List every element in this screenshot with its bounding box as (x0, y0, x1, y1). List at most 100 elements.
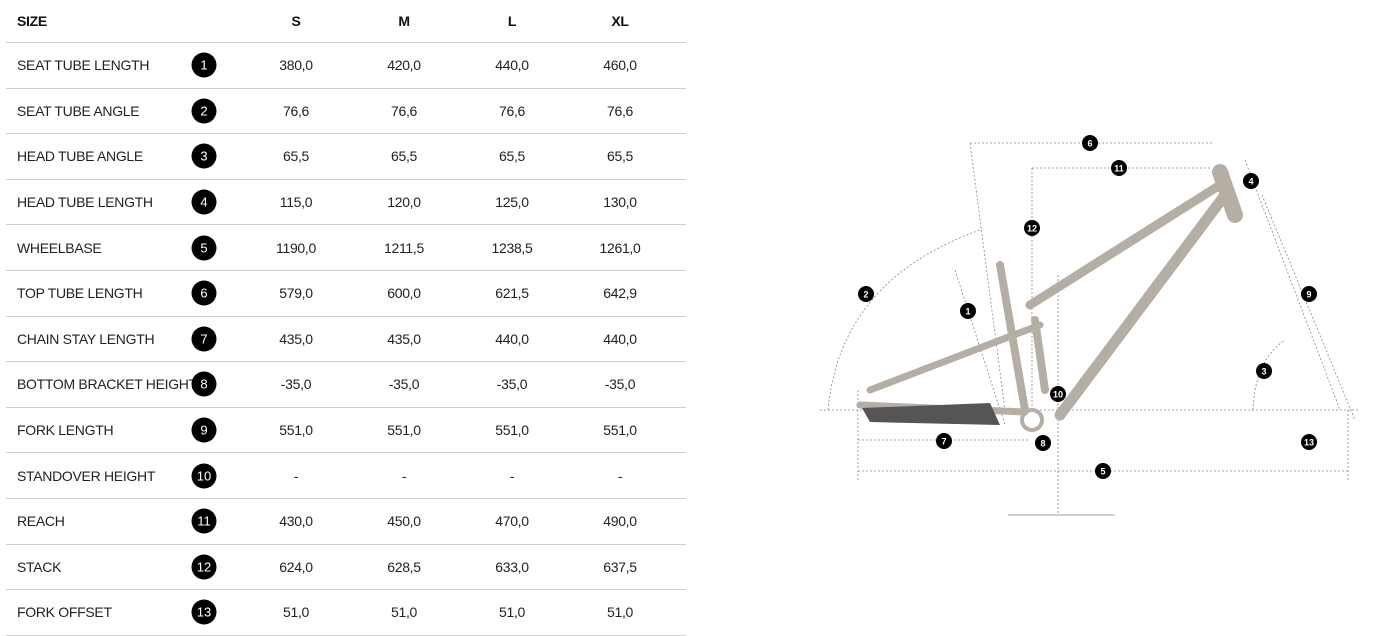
table-header: SIZE S M L XL (6, 0, 686, 43)
row-label: STACK (17, 558, 62, 575)
diagram-marker: 7 (936, 433, 952, 449)
row-value: 51,0 (282, 604, 310, 621)
row-label: TOP TUBE LENGTH (17, 285, 143, 302)
diagram-marker: 5 (1095, 463, 1111, 479)
diagram-marker: 9 (1301, 286, 1317, 302)
row-value: 600,0 (387, 285, 421, 302)
row-value: -35,0 (280, 376, 312, 393)
row-label: REACH (17, 513, 65, 530)
marker-circle (1256, 363, 1272, 379)
row-number-badge: 8 (191, 371, 217, 397)
row-value: 460,0 (603, 57, 637, 74)
diagram-marker: 2 (858, 286, 874, 302)
row-label: STANDOVER HEIGHT (17, 467, 156, 484)
row-value: 1211,5 (384, 239, 424, 256)
marker-circle (1024, 220, 1040, 236)
marker-circle (1111, 160, 1127, 176)
row-value: 633,0 (495, 558, 529, 575)
row-number-badge: 6 (191, 280, 217, 306)
row-value: - (617, 467, 623, 484)
row-value: 76,6 (282, 102, 310, 119)
row-value: 624,0 (279, 558, 313, 575)
row-value: 115,0 (279, 194, 313, 211)
row-label: FORK OFFSET (17, 604, 112, 621)
size-xl-header: XL (611, 13, 629, 29)
diagram-marker: 11 (1111, 160, 1127, 176)
marker-circle (1301, 434, 1317, 450)
row-label: FORK LENGTH (17, 422, 114, 439)
dimension-lines (820, 142, 1360, 515)
row-value: 642,9 (603, 285, 637, 302)
row-value: - (401, 467, 407, 484)
marker-circle (1301, 286, 1317, 302)
row-value: -35,0 (496, 376, 528, 393)
marker-number: 3 (1261, 367, 1266, 377)
row-value: 120,0 (387, 194, 421, 211)
row-value: 76,6 (498, 102, 526, 119)
row-label: HEAD TUBE LENGTH (17, 194, 153, 211)
row-number-badge: 2 (191, 98, 217, 124)
row-number-badge: 9 (191, 417, 217, 443)
row-value: 380,0 (279, 57, 313, 74)
row-value: 435,0 (387, 330, 421, 347)
row-value: 65,5 (390, 148, 418, 165)
row-label: CHAIN STAY LENGTH (17, 330, 155, 347)
row-value: 435,0 (279, 330, 313, 347)
diagram-marker: 3 (1256, 363, 1272, 379)
row-label: SEAT TUBE ANGLE (17, 102, 140, 119)
row-value: 1261,0 (599, 239, 641, 256)
marker-circle (960, 303, 976, 319)
row-value: 51,0 (606, 604, 634, 621)
marker-circle (1243, 173, 1259, 189)
row-value: 1238,5 (491, 239, 533, 256)
row-value: 579,0 (279, 285, 313, 302)
marker-number: 1 (965, 307, 970, 317)
size-l-header: L (507, 13, 517, 29)
size-header: SIZE (17, 13, 47, 29)
row-value: 551,0 (495, 422, 529, 439)
row-value: 628,5 (387, 558, 421, 575)
row-value: 440,0 (603, 330, 637, 347)
marker-number: 5 (1100, 467, 1105, 477)
diagram-marker: 10 (1050, 386, 1066, 402)
marker-number: 11 (1114, 164, 1124, 174)
row-value: 430,0 (279, 513, 313, 530)
row-label: WHEELBASE (17, 239, 102, 256)
row-value: 637,5 (603, 558, 637, 575)
marker-number: 9 (1306, 290, 1311, 300)
row-value: 490,0 (603, 513, 637, 530)
row-label: SEAT TUBE LENGTH (17, 57, 150, 74)
row-value: 551,0 (603, 422, 637, 439)
row-value: 440,0 (495, 57, 529, 74)
row-value: 51,0 (390, 604, 418, 621)
row-number-badge: 10 (191, 463, 217, 489)
diagram-marker: 4 (1243, 173, 1259, 189)
row-number-badge: 4 (191, 189, 217, 215)
diagram-marker: 6 (1082, 135, 1098, 151)
row-number-badge: 7 (191, 326, 217, 352)
row-number-badge: 5 (191, 235, 217, 261)
marker-number: 4 (1248, 177, 1253, 187)
row-value: 470,0 (495, 513, 529, 530)
row-value: 450,0 (387, 513, 421, 530)
row-number-badge: 3 (191, 143, 217, 169)
row-value: 551,0 (279, 422, 313, 439)
marker-number: 6 (1087, 139, 1092, 149)
row-value: 65,5 (498, 148, 526, 165)
row-value: 621,5 (495, 285, 529, 302)
row-value: 51,0 (498, 604, 526, 621)
row-value: -35,0 (604, 376, 636, 393)
marker-number: 7 (941, 437, 946, 447)
row-value: - (509, 467, 515, 484)
